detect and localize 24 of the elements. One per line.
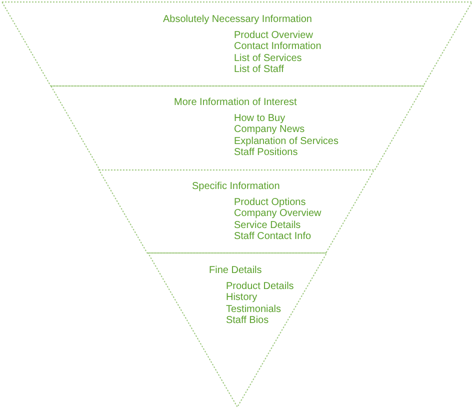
list-item: How to Buy xyxy=(234,112,286,124)
funnel-band xyxy=(148,253,326,407)
list-item: Testimonials xyxy=(226,304,282,315)
band-heading: Specific Information xyxy=(192,181,280,192)
list-item: Staff Positions xyxy=(234,147,298,158)
band-heading: Fine Details xyxy=(208,265,262,276)
list-item: Product Details xyxy=(226,280,294,292)
funnel-band xyxy=(50,86,424,170)
list-item: Company Overview xyxy=(234,208,322,220)
list-item: Contact Information xyxy=(234,41,322,52)
list-item: Explanation of Services xyxy=(234,136,338,147)
band-heading: Absolutely Necessary Information xyxy=(163,14,312,26)
list-item: Product Options xyxy=(234,196,306,208)
list-item: Product Overview xyxy=(234,30,313,41)
list-item: Staff Contact Info xyxy=(234,231,312,242)
list-item: Staff Bios xyxy=(226,315,269,326)
list-item: Service Details xyxy=(234,220,301,231)
funnel-band xyxy=(2,2,472,86)
list-item: Company News xyxy=(234,124,305,136)
list-item: List of Services xyxy=(234,52,302,64)
list-item: History xyxy=(226,292,258,304)
list-item: List of Staff xyxy=(234,64,284,76)
funnel-band xyxy=(99,170,374,253)
band-heading: More Information of Interest xyxy=(174,97,297,108)
